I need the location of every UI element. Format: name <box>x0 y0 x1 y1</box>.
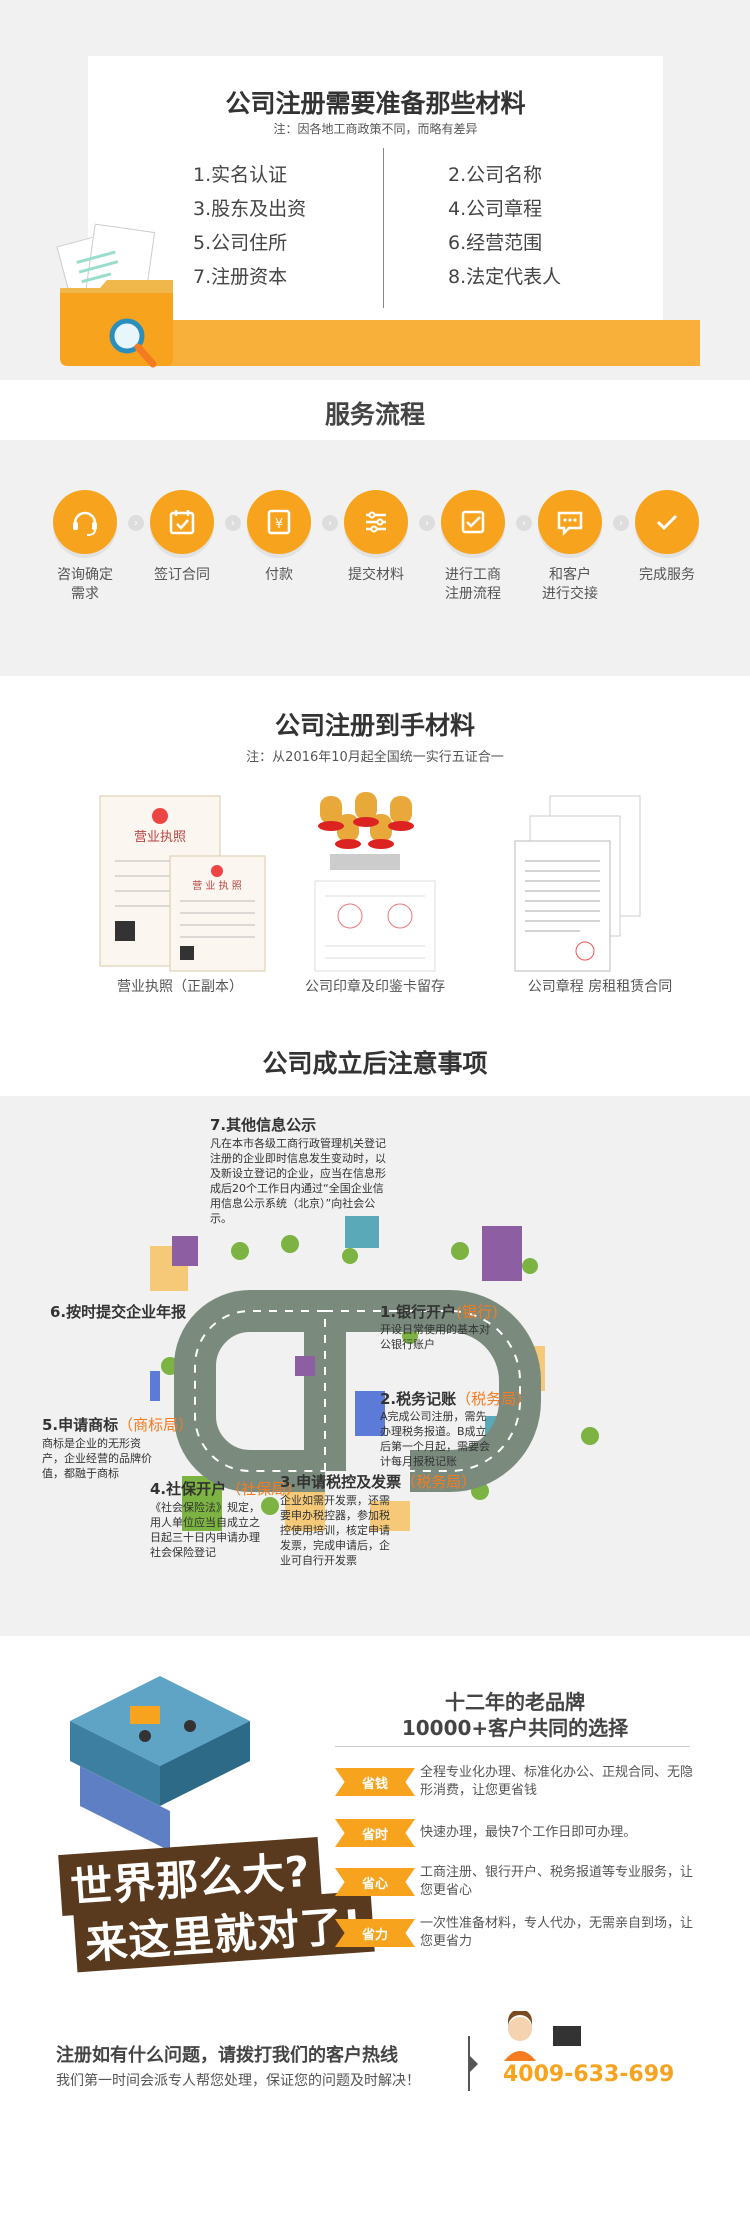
tag-save-money-text: 全程专业化办理、标准化办公、正规合同、无隐形消费，让您更省钱 <box>420 1765 694 1798</box>
material-item: 1.实名认证 <box>193 164 288 186</box>
tag-save-time: 省时 <box>335 1819 415 1847</box>
after-item-1-desc: 开设日常使用的基本对公银行账户 <box>380 1323 490 1351</box>
contact-section: 注册如有什么问题，请拨打我们的客户热线 我们第一时间会派专人帮您处理，保证您的问… <box>0 2011 750 2219</box>
seals-image <box>314 792 436 972</box>
after-item-5-title: 5.申请商标（商标局） <box>42 1416 194 1434</box>
process-section: 咨询确定需求 › 签订合同 › ¥ 付款 › 提交材料 › 进行工商注册流程 ›… <box>0 440 750 676</box>
process-step: ¥ 付款 <box>234 490 324 585</box>
materials-needed-section: 公司注册需要准备那些材料 注：因各地工商政策不同，而略有差异 1.实名认证 3.… <box>0 0 750 380</box>
after-item-2-desc: A完成公司注册，需先办理税务报道。B成立后第一个月起，需要会计每月报税记账 <box>380 1410 490 1468</box>
process-step-label: 咨询确定需求 <box>57 567 113 602</box>
arrow-right-icon: › <box>128 515 144 531</box>
materials-title: 公司注册需要准备那些材料 <box>225 89 526 118</box>
materials-card: 公司注册需要准备那些材料 注：因各地工商政策不同，而略有差异 1.实名认证 3.… <box>88 56 663 326</box>
process-step: 完成服务 <box>622 490 712 585</box>
contact-subtitle: 我们第一时间会派专人帮您处理，保证您的问题及时解决！ <box>56 2073 420 2089</box>
materials-note: 注：因各地工商政策不同，而略有差异 <box>273 122 478 136</box>
tag-save-worry: 省心 <box>335 1868 415 1896</box>
arrow-right-icon: › <box>516 515 532 531</box>
after-header: 公司成立后注意事项 <box>0 1036 750 1096</box>
process-step-label: 完成服务 <box>639 567 695 583</box>
process-step: 咨询确定需求 <box>40 490 130 604</box>
process-step: 签订合同 <box>137 490 227 585</box>
process-title: 服务流程 <box>324 400 425 429</box>
contact-title: 注册如有什么问题，请拨打我们的客户热线 <box>56 2045 398 2066</box>
documents-image <box>514 795 641 972</box>
after-item-6-title: 6.按时提交企业年报 <box>50 1303 187 1321</box>
divider <box>383 148 384 308</box>
after-section: 7.其他信息公示 凡在本市各级工商行政管理机关登记注册的企业即时信息发生变动时，… <box>0 1096 750 1636</box>
after-item-3-desc: 企业如需开发票，还需要申办税控器，参加税控使用培训，核定申请发票，完成申请后，企… <box>280 1494 390 1567</box>
arrow-right-icon: › <box>419 515 435 531</box>
tag-save-effort: 省力 <box>335 1919 415 1947</box>
road-map-illustration <box>150 1216 599 1531</box>
after-title: 公司成立后注意事项 <box>262 1049 488 1078</box>
headset-icon <box>53 490 117 554</box>
office-isometric-illustration <box>70 1676 250 1851</box>
material-item: 8.法定代表人 <box>448 266 562 288</box>
arrow-right-icon: › <box>613 515 629 531</box>
received-item-label: 营业执照（正副本） <box>117 979 243 995</box>
material-item: 6.经营范围 <box>448 232 543 254</box>
hotline-phone[interactable]: 4009-633-699 <box>503 2062 675 2087</box>
received-materials-section: 公司注册到手材料 注：从2016年10月起全国统一实行五证合一 营业执照 营 业… <box>0 676 750 1056</box>
after-item-4-title: 4.社保开户（社保局） <box>150 1480 302 1498</box>
svg-text:¥: ¥ <box>275 517 283 532</box>
sliders-icon <box>344 490 408 554</box>
received-title: 公司注册到手材料 <box>274 711 475 740</box>
materials-right-list: 2.公司名称 4.公司章程 6.经营范围 8.法定代表人 <box>448 158 561 294</box>
tag-save-time-text: 快速办理，最快7个工作日即可办理。 <box>420 1825 637 1840</box>
materials-left-list: 1.实名认证 3.股东及出资 5.公司住所 7.注册资本 <box>193 158 306 294</box>
orange-bar <box>110 320 700 366</box>
material-item: 5.公司住所 <box>193 232 288 254</box>
process-step-label: 进行工商注册流程 <box>445 567 501 602</box>
after-item-2-title: 2.税务记账（税务局） <box>380 1390 532 1408</box>
process-step: 提交材料 <box>331 490 421 585</box>
process-step-label: 提交材料 <box>348 567 404 583</box>
process-step: 进行工商注册流程 <box>428 490 518 604</box>
process-step-label: 付款 <box>265 567 293 583</box>
check-box-icon <box>441 490 505 554</box>
after-item-4-desc: 《社会保险法》规定，用人单位应当自成立之日起三十日内申请办理社会保险登记 <box>150 1501 260 1559</box>
after-item-7-title: 7.其他信息公示 <box>210 1116 317 1134</box>
after-item-5-desc: 商标是企业的无形资产，企业经营的品牌价值，都融于商标 <box>42 1437 152 1480</box>
chat-icon <box>538 490 602 554</box>
after-item-3-title: 3.申请税控及发票（税务局） <box>280 1473 477 1491</box>
svg-text:营 业 执 照: 营 业 执 照 <box>192 879 242 892</box>
received-item-label: 公司印章及印鉴卡留存 <box>305 979 445 995</box>
brand-heading-1: 十二年的老品牌 <box>445 1690 585 1714</box>
process-header: 服务流程 <box>0 380 750 440</box>
calendar-icon <box>150 490 214 554</box>
material-item: 2.公司名称 <box>448 164 543 186</box>
tag-save-worry-text: 工商注册、银行开户、税务报道等专业服务，让您更省心 <box>420 1865 694 1898</box>
process-step-label: 和客户进行交接 <box>542 567 598 602</box>
arrow-right-icon: › <box>322 515 338 531</box>
process-step-label: 签订合同 <box>154 567 210 583</box>
divider <box>468 2036 470 2091</box>
brand-heading-2: 10000+客户共同的选择 <box>401 1716 629 1740</box>
folder-search-icon <box>56 223 173 368</box>
svg-text:营业执照: 营业执照 <box>134 830 186 845</box>
tag-save-money: 省钱 <box>335 1768 415 1796</box>
material-item: 4.公司章程 <box>448 198 543 220</box>
check-icon <box>635 490 699 554</box>
material-item: 3.股东及出资 <box>193 198 307 220</box>
brand-section: 世界那么大? 来这里就对了! 十二年的老品牌 10000+客户共同的选择 省钱 … <box>0 1636 750 2016</box>
material-item: 7.注册资本 <box>193 266 288 288</box>
arrow-right-icon <box>470 2056 478 2072</box>
yuan-icon: ¥ <box>247 490 311 554</box>
divider <box>335 1746 690 1747</box>
after-item-7-desc: 凡在本市各级工商行政管理机关登记注册的企业即时信息发生变动时，以及新设立登记的企… <box>210 1137 386 1225</box>
process-step: 和客户进行交接 <box>525 490 615 604</box>
customer-service-agent-icon <box>504 2011 581 2061</box>
arrow-right-icon: › <box>225 515 241 531</box>
received-note: 注：从2016年10月起全国统一实行五证合一 <box>246 750 504 765</box>
after-item-1-title: 1.银行开户(银行) <box>380 1303 498 1321</box>
business-license-image: 营业执照 营 业 执 照 <box>99 795 266 972</box>
received-item-label: 公司章程 房租租赁合同 <box>527 979 673 995</box>
tag-save-effort-text: 一次性准备材料，专人代办，无需亲自到场，让您更省力 <box>420 1916 694 1949</box>
